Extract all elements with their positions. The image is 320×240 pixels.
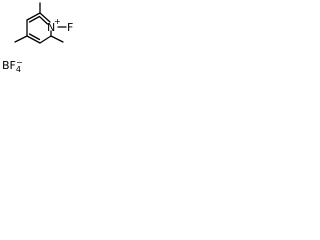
ring-bond-n-c2 — [39, 12, 51, 23]
methyl-bond-bottom — [50, 35, 64, 43]
counterion-subscript: 4 — [15, 65, 21, 74]
nitrogen-charge: + — [54, 17, 61, 26]
structural-formula: N + F — [14, 2, 73, 44]
ring-bond-c2-c3-inner — [28, 15, 41, 23]
fluorine-label: F — [67, 21, 73, 34]
ring-bond-c4-c5 — [26, 35, 41, 44]
methyl-bond-left — [14, 35, 28, 43]
counterion-formula: BF — [2, 59, 16, 72]
ring-bond-n-c2-inner — [39, 16, 49, 25]
tetrafluoroborate-counterion: BF4− — [2, 58, 23, 74]
ring-bond-c5-c6 — [39, 35, 52, 44]
ring-bond-c2-c3 — [26, 12, 41, 21]
ring-bond-c4-c5-inner — [28, 33, 41, 41]
nitrogen-label: N — [47, 21, 55, 34]
counterion-charge: − — [15, 58, 23, 67]
